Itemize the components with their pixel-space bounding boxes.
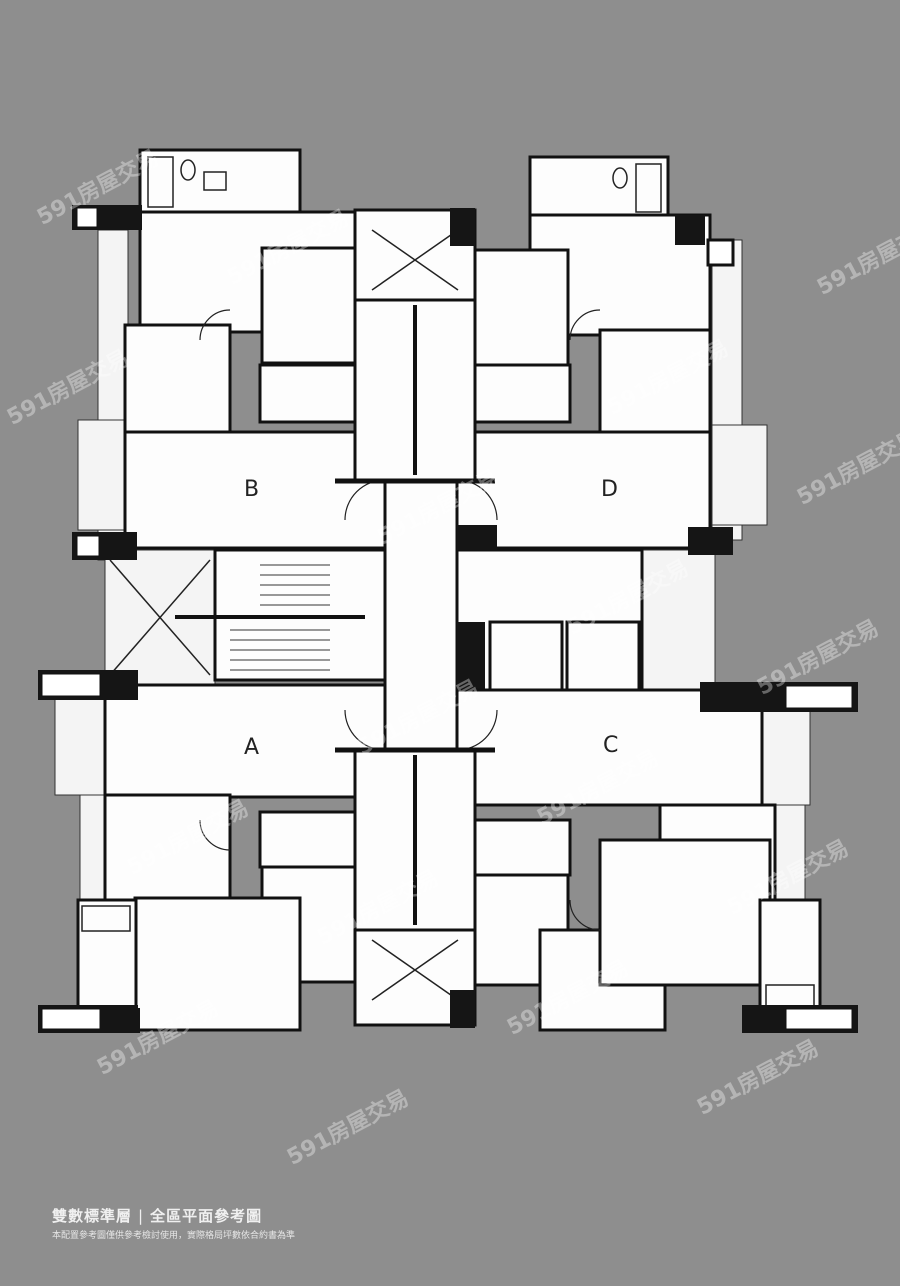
central-corridor [383,478,459,752]
unit-label-d: D [601,477,618,502]
caption-title-row: 雙數標準層 | 全區平面參考圖 [52,1205,262,1226]
caption-subtitle: 全區平面參考圖 [150,1207,263,1225]
caption-title: 雙數標準層 [52,1207,133,1225]
unit-a [76,683,387,1032]
caption-separator: | [138,1207,145,1225]
elevators [455,525,644,712]
core-top [353,208,477,482]
unit-label-c: C [603,733,618,758]
stairwell [109,548,387,682]
unit-b [123,148,387,550]
unit-d [453,155,712,550]
caption-note: 本配置參考圖僅供參考檢討使用，實際格局坪數依合約書為準 [52,1231,296,1241]
core-bottom [353,748,477,1027]
unit-c [455,688,822,1032]
structural-columns [38,205,858,1033]
unit-label-b: B [244,477,259,502]
unit-label-a: A [244,735,259,760]
